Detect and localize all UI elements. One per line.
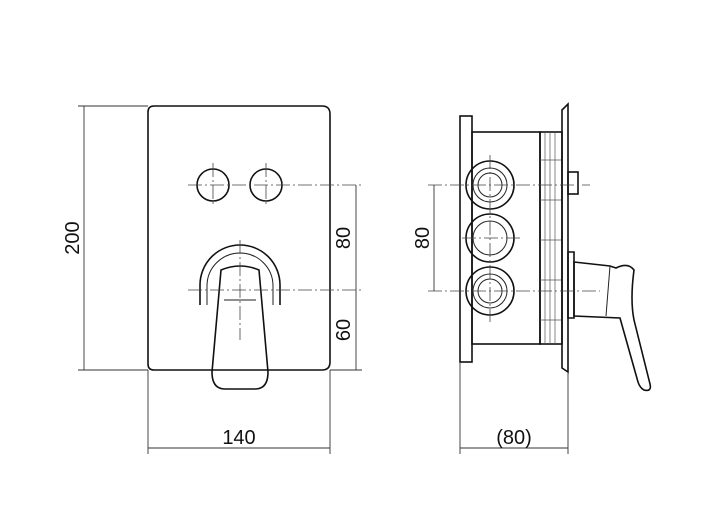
button-spacing-label: 80 [333, 227, 355, 249]
front-view: 200 80 60 140 [62, 105, 362, 454]
height-label: 200 [62, 221, 84, 254]
lever-handle [211, 265, 269, 390]
lever-offset-label: 60 [333, 319, 355, 341]
cartridge-section [539, 131, 563, 345]
lever-side-profile [567, 251, 575, 319]
cover-plate [147, 105, 331, 371]
port-spacing-label: 80 [412, 227, 434, 249]
lever-side-body [573, 261, 652, 392]
button-stem-top [567, 171, 579, 195]
width-label: 140 [222, 427, 255, 449]
side-view: 80 (80) [412, 102, 652, 454]
cover-plate-edge [561, 102, 569, 374]
depth-label: (80) [496, 427, 532, 449]
